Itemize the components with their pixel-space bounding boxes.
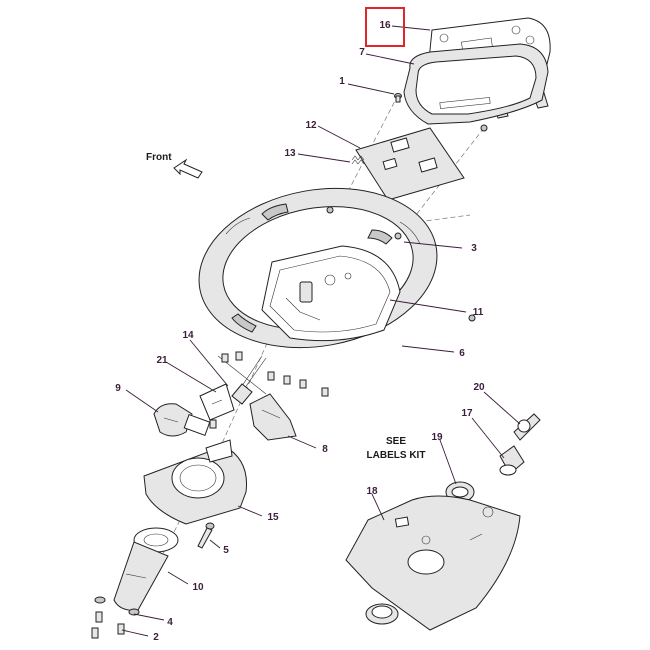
part-20-key [513,413,541,441]
callout-16: 16 [379,20,391,31]
part-17-ignition-switch [499,445,525,476]
part-21-bracket [199,383,235,421]
callout-5: 5 [223,545,229,556]
callout-11: 11 [473,307,484,318]
labels-note-line-2: LABELS KIT [367,450,426,461]
callout-9: 9 [115,383,121,394]
front-label: Front [146,152,172,163]
callout-10: 10 [192,582,204,593]
callout-8: 8 [322,444,328,455]
grommet [365,603,399,625]
callout-2: 2 [153,632,159,643]
part-8-cover [249,393,297,441]
part-4-washer [94,596,140,616]
labels-kit-note: SEE LABELS KIT [367,436,426,461]
callout-20: 20 [473,382,485,393]
part-12-circuit-board [355,124,488,201]
callout-12: 12 [305,120,317,131]
callout-17: 17 [461,408,473,419]
callout-14: 14 [182,330,194,341]
part-15-base-plate [143,439,248,525]
highlight-box-16 [365,7,405,47]
part-10-column-tube [113,527,179,611]
callout-21: 21 [156,355,168,366]
callout-numbers: 16 7 1 12 13 3 11 6 14 21 9 8 15 5 10 4 … [115,20,485,643]
part-6-steering-wheel [198,187,476,349]
callout-7: 7 [359,47,365,58]
front-direction-indicator: Front [146,152,203,179]
part-1-screw [394,93,402,103]
callout-6: 6 [459,348,465,359]
labels-note-line-1: SEE [386,436,406,447]
part-9-switch [153,403,211,437]
part-5-bolt [197,522,215,549]
callout-4: 4 [167,617,173,628]
callout-18: 18 [366,486,378,497]
part-14-cable [217,355,267,405]
screw-set [209,351,329,429]
part-7-panel-housing [403,43,549,125]
callout-1: 1 [339,76,345,87]
callout-19: 19 [431,432,443,443]
callout-15: 15 [267,512,279,523]
part-2-bolt [91,611,125,639]
callout-13: 13 [284,148,296,159]
callout-3: 3 [471,243,477,254]
leader-lines [121,25,521,637]
part-13-spring [351,155,365,165]
part-18-dash-panel [345,495,521,631]
